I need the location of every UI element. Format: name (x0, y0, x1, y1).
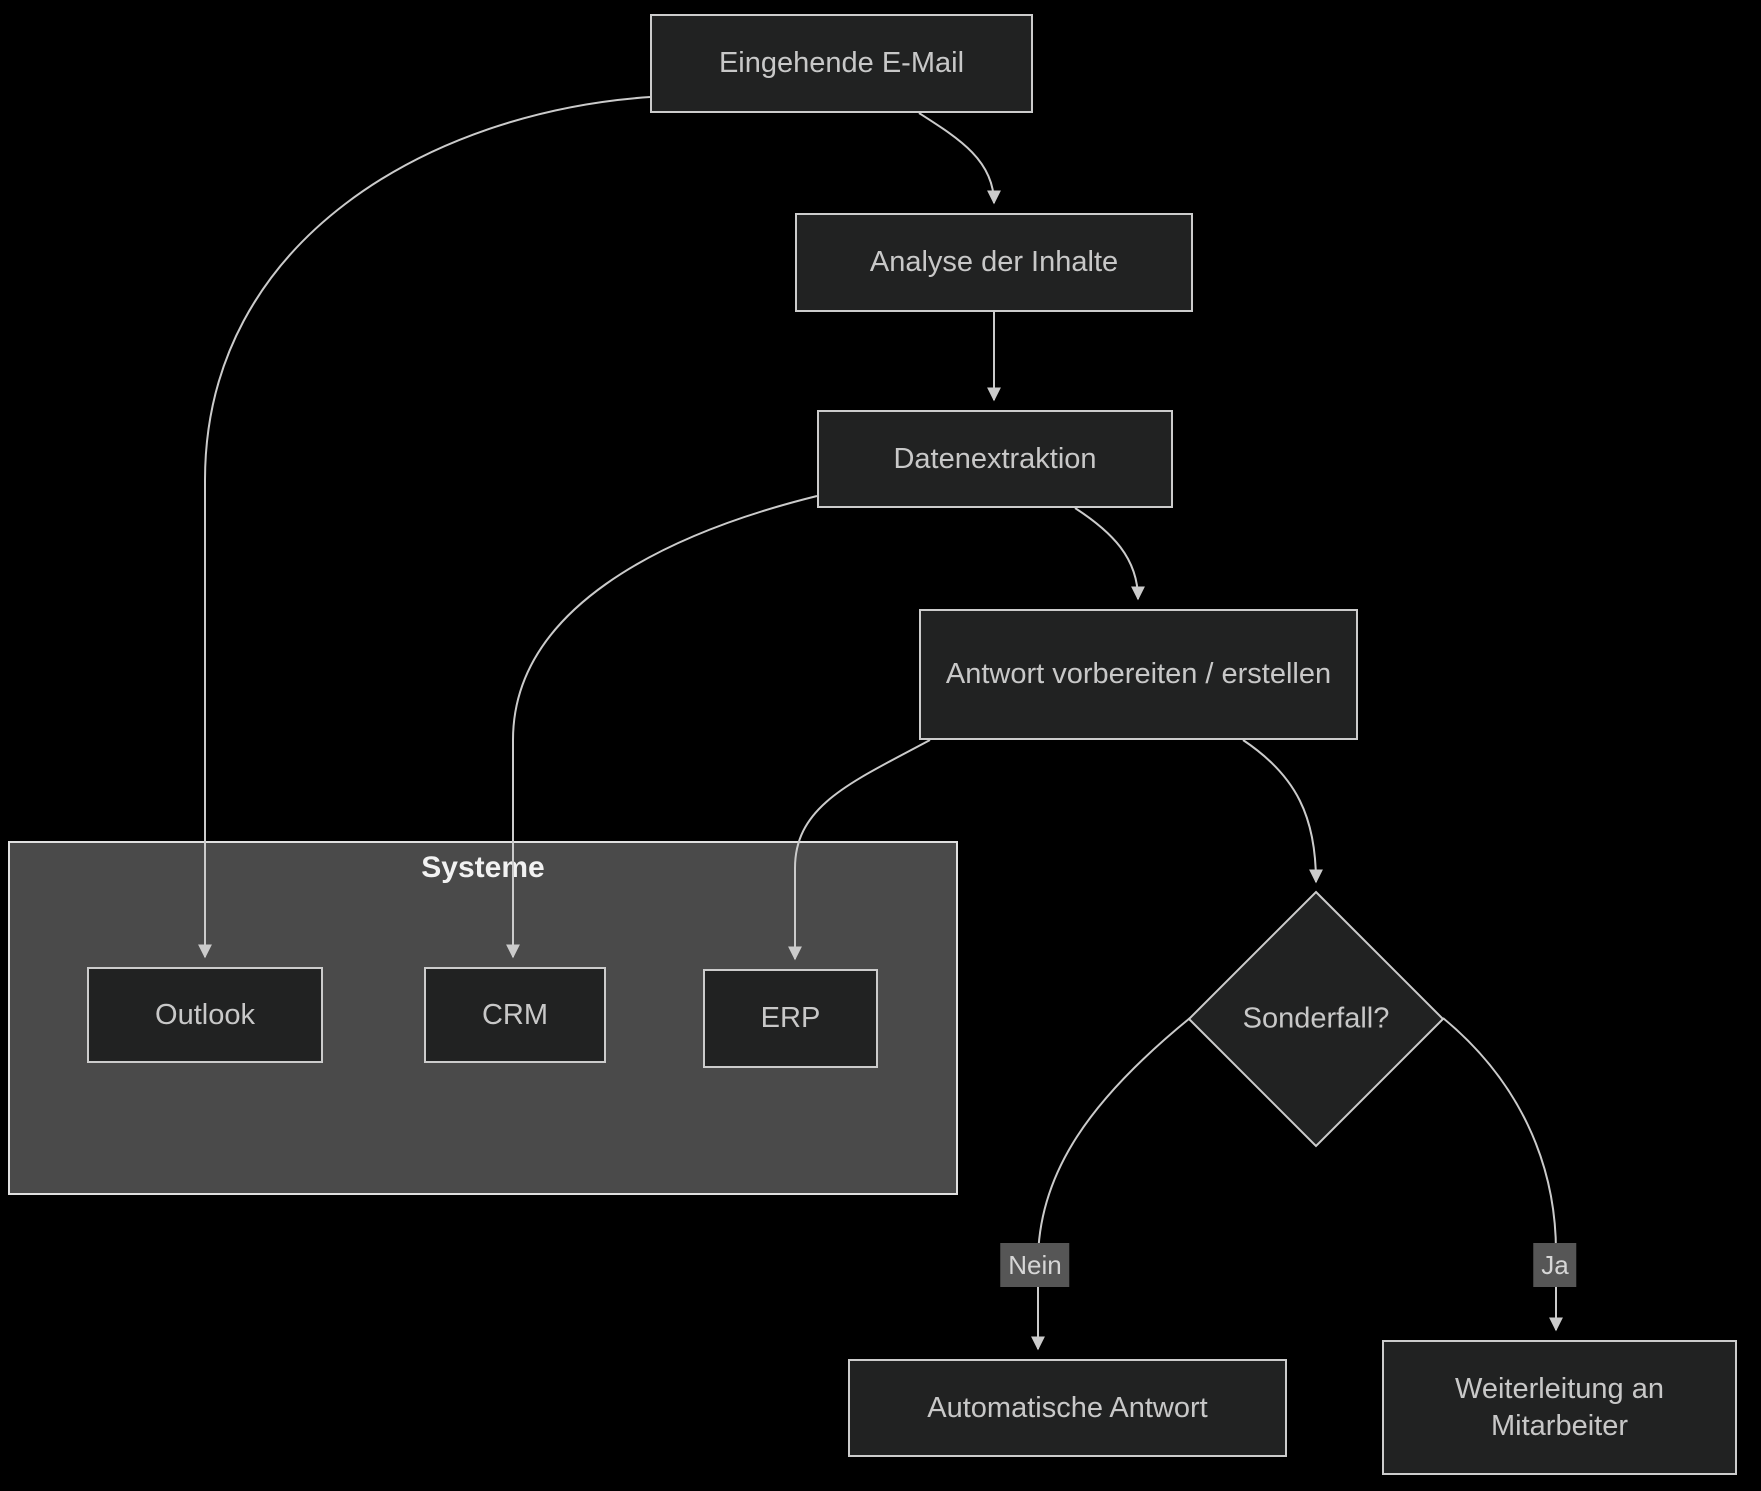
decision-sonderfall-label: Sonderfall? (1242, 1002, 1390, 1035)
node-erp: ERP (703, 969, 878, 1068)
edge-datenextraktion-to-antwort (1074, 507, 1145, 601)
node-crm: CRM (424, 967, 606, 1063)
node-automatische-antwort-label: Automatische Antwort (927, 1391, 1208, 1424)
node-eingehende-email: Eingehende E-Mail (650, 14, 1033, 113)
node-antwort-vorbereiten: Antwort vorbereiten / erstellen (919, 609, 1358, 740)
node-weiterleitung-mitarbeiter: Weiterleitung an Mitarbeiter (1382, 1340, 1737, 1475)
decision-sonderfall-shape (1187, 890, 1445, 1148)
node-erp-label: ERP (760, 1002, 821, 1035)
subgraph-systeme-title: Systeme (421, 851, 545, 884)
edge-datenextraktion-to-crm (506, 495, 818, 959)
node-outlook-label: Outlook (155, 998, 255, 1031)
edge-antwort-to-erp (788, 739, 931, 961)
edge-label-nein: Nein (1000, 1243, 1070, 1287)
node-analyse-der-inhalte-label: Analyse der Inhalte (869, 246, 1119, 279)
node-crm-label: CRM (481, 998, 549, 1031)
edge-antwort-to-sonderfall (1242, 739, 1323, 884)
node-outlook: Outlook (87, 967, 323, 1063)
edge-label-ja: Ja (1533, 1243, 1577, 1287)
edge-eingehende-to-outlook (198, 96, 651, 959)
node-datenextraktion: Datenextraktion (817, 410, 1173, 508)
edge-sonderfall-to-automatisch (1031, 1017, 1191, 1351)
node-eingehende-email-label: Eingehende E-Mail (718, 47, 965, 80)
node-weiterleitung-mitarbeiter-label: Weiterleitung an Mitarbeiter (1454, 1373, 1665, 1442)
edge-eingehende-to-analyse (918, 112, 1001, 205)
node-analyse-der-inhalte: Analyse der Inhalte (795, 213, 1193, 312)
node-automatische-antwort: Automatische Antwort (848, 1359, 1287, 1457)
node-antwort-vorbereiten-label: Antwort vorbereiten / erstellen (945, 658, 1332, 691)
node-datenextraktion-label: Datenextraktion (893, 442, 1097, 475)
edge-sonderfall-to-weiterleitung (1442, 1017, 1563, 1332)
